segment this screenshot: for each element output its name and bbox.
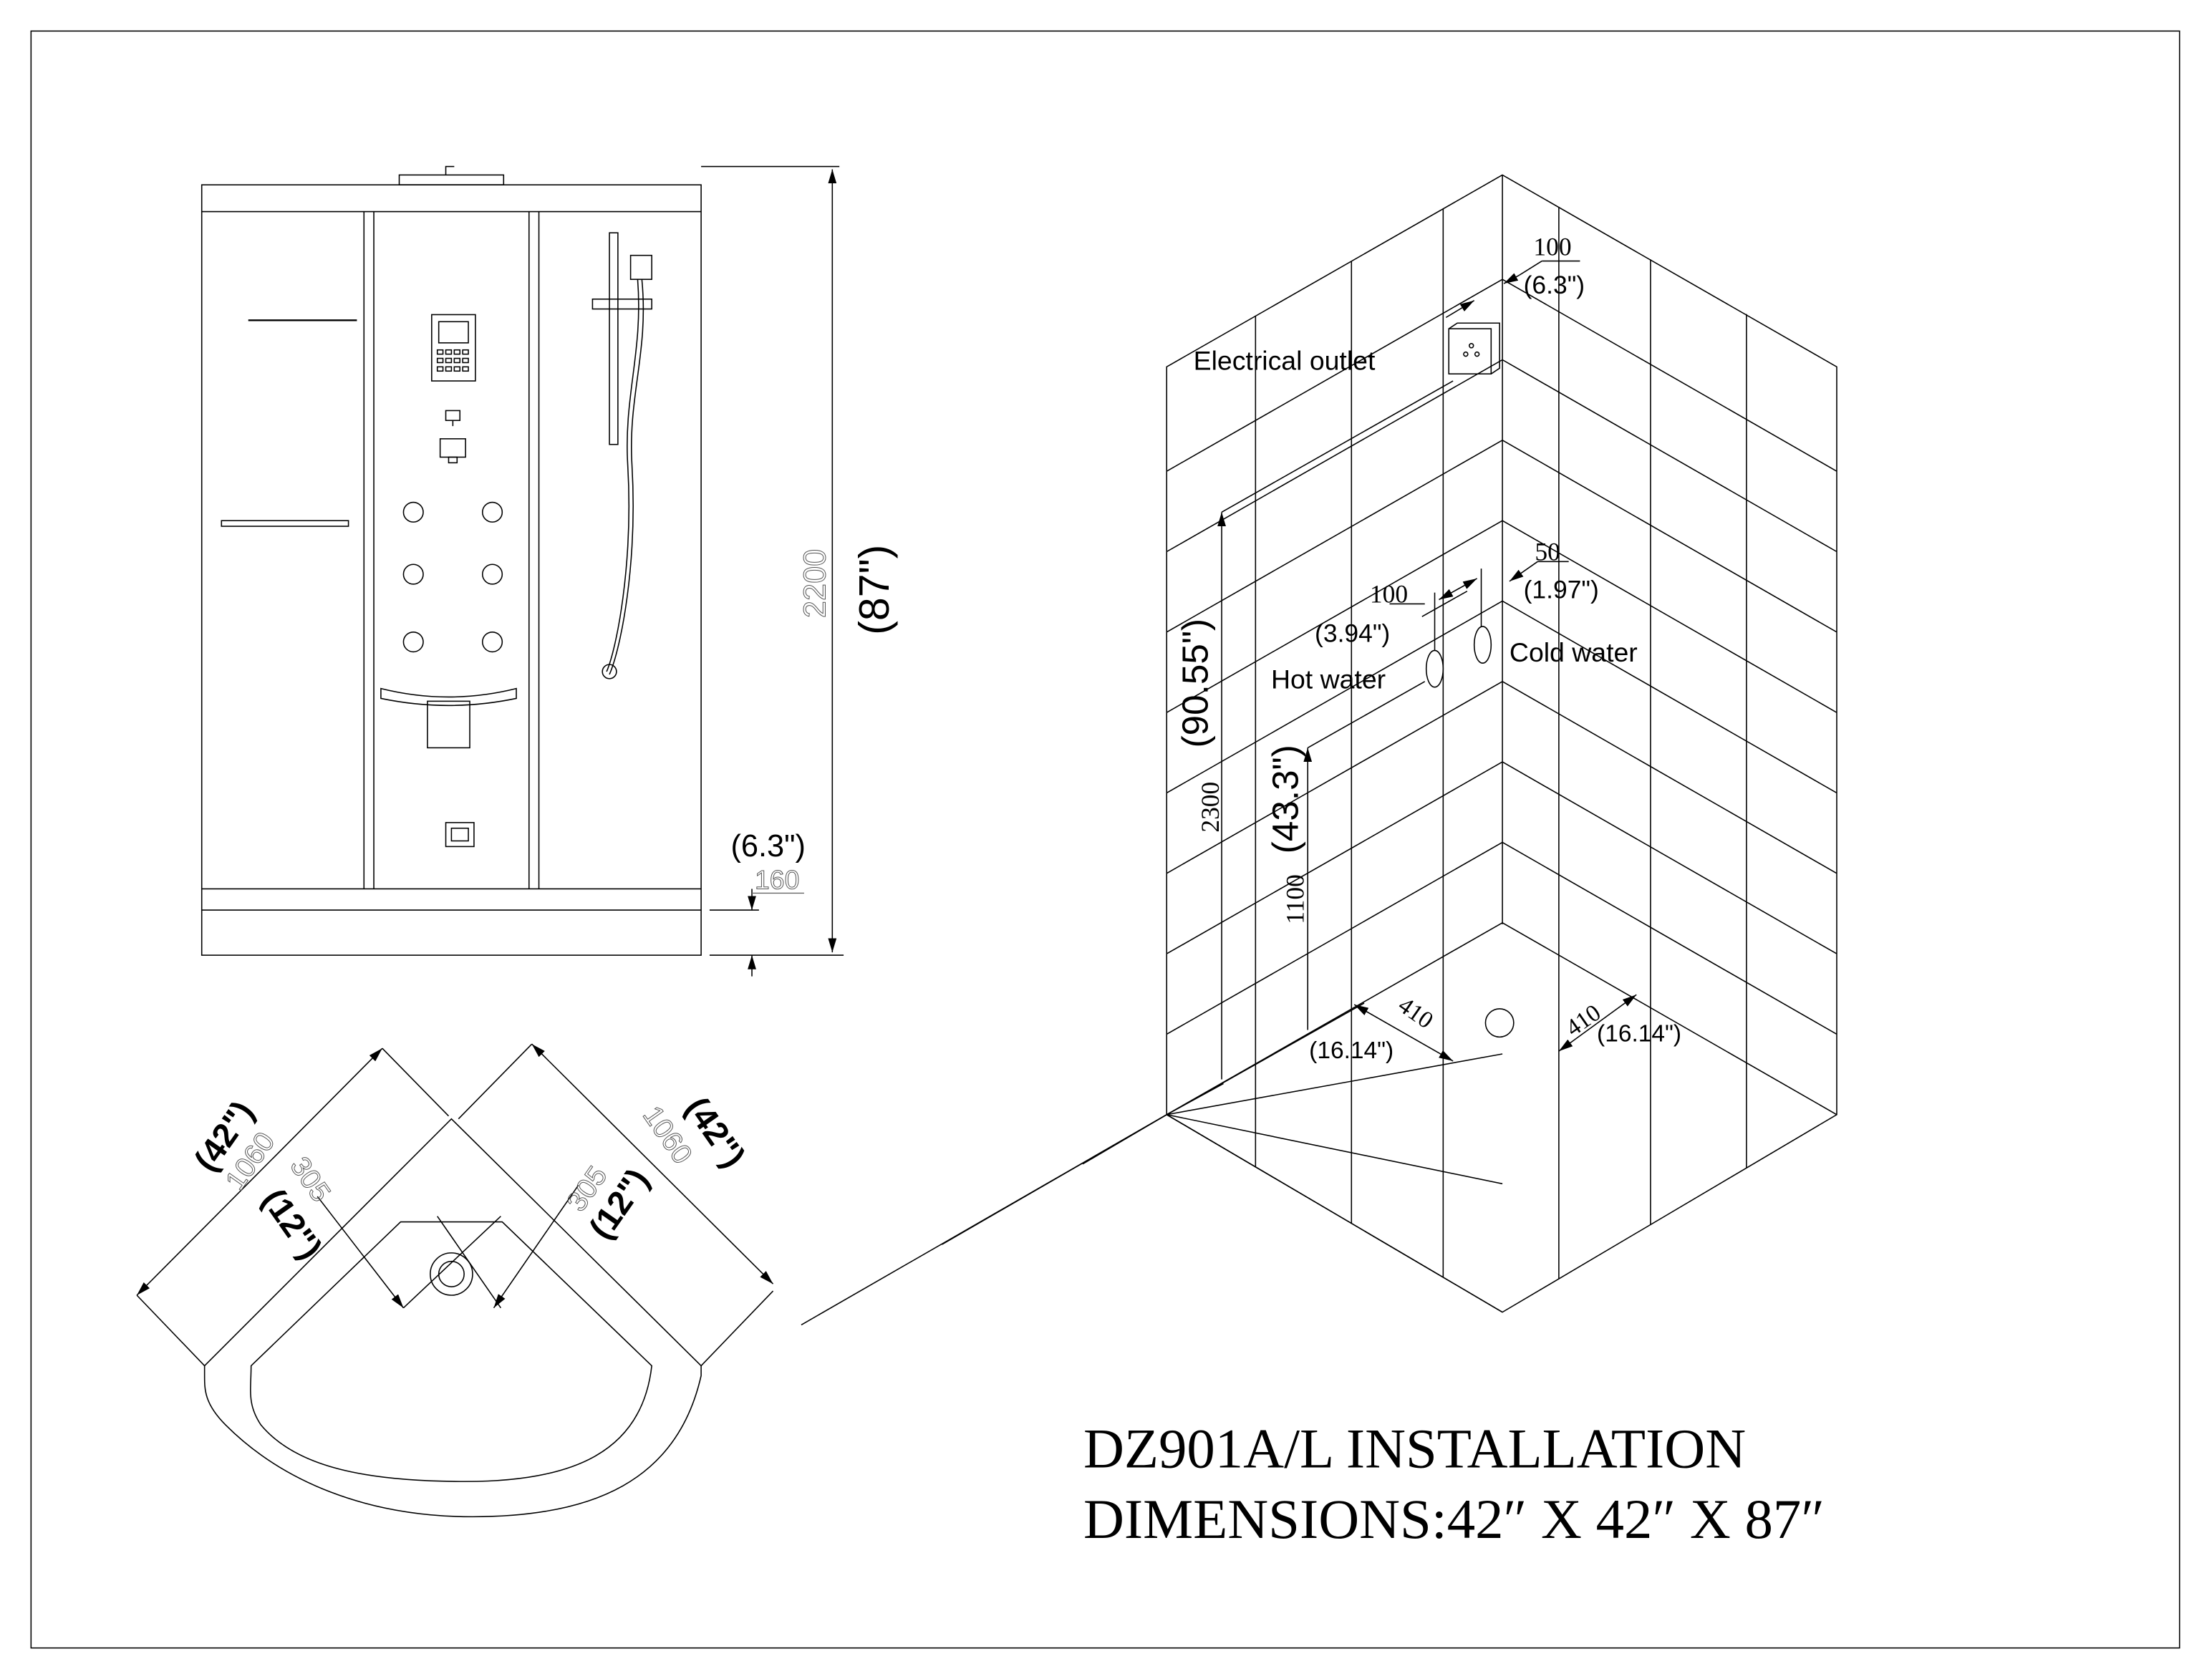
tile-line bbox=[1502, 761, 1837, 954]
tile-line bbox=[1502, 922, 1837, 1116]
control-panel bbox=[431, 314, 476, 382]
tile-line bbox=[1166, 440, 1503, 633]
drain-right-in: (16.14") bbox=[1597, 1020, 1681, 1047]
tile-line bbox=[1167, 1113, 1503, 1185]
drain-left-in: (16.14") bbox=[1309, 1037, 1394, 1064]
pipe-height-mm: 1100 bbox=[1280, 874, 1309, 924]
base-mm-label: 160 bbox=[755, 864, 799, 894]
tile-line bbox=[1502, 841, 1837, 1035]
tile-line bbox=[1502, 359, 1837, 553]
tile-line bbox=[1502, 681, 1837, 874]
electrical-outlet-label: Electrical outlet bbox=[1194, 345, 1376, 375]
tile-line bbox=[1502, 440, 1837, 633]
hot-water-label: Hot water bbox=[1271, 664, 1386, 695]
tile-line bbox=[1502, 279, 1837, 472]
tile-line bbox=[1166, 681, 1503, 874]
tile-line bbox=[1166, 600, 1503, 794]
tile-line bbox=[1166, 1083, 1224, 1116]
towel-bar bbox=[221, 520, 349, 527]
tile-line bbox=[1166, 841, 1503, 1035]
plan-view: 1060 (42") 305 (12") 1060 (42") 305 (12"… bbox=[136, 1043, 774, 1518]
tile-line bbox=[1166, 1114, 1503, 1313]
tile-line bbox=[1502, 520, 1837, 713]
tile-line bbox=[1166, 761, 1503, 954]
outlet-height-mm: 2300 bbox=[1196, 782, 1225, 833]
electrical-outlet-icon bbox=[1448, 328, 1492, 374]
drawing-dimensions: DIMENSIONS:42″ X 42″ X 87″ bbox=[1083, 1489, 1825, 1551]
hot-water-pipe-icon bbox=[1425, 649, 1444, 688]
isometric-wall-view: 100 (6.3") Electrical outlet 100 (3.94")… bbox=[801, 174, 1837, 1326]
tile-line bbox=[801, 1114, 1167, 1326]
pipe-spacing-in: (3.94") bbox=[1315, 619, 1390, 648]
pipe-height-in: (43.3") bbox=[1265, 745, 1305, 853]
base-in-label: (6.3") bbox=[730, 829, 805, 863]
tile-line bbox=[1502, 600, 1837, 794]
height-mm-label: 2200 bbox=[798, 549, 832, 618]
tile-line bbox=[1166, 359, 1503, 553]
outlet-offset-mm: 100 bbox=[1533, 233, 1571, 261]
outlet-height-in: (90.55") bbox=[1174, 619, 1215, 747]
pipe-offset-in: (1.97") bbox=[1524, 576, 1599, 604]
front-elevation: 2200 (87") (6.3") 160 bbox=[201, 165, 898, 977]
right-side-in: (42") bbox=[677, 1090, 752, 1175]
tile-line bbox=[1166, 279, 1503, 472]
pipe-offset-mm: 50 bbox=[1535, 537, 1560, 566]
body-jets bbox=[402, 501, 503, 653]
drawing-border bbox=[30, 30, 2180, 1649]
tile-line bbox=[1166, 520, 1503, 713]
drain-icon bbox=[1484, 1008, 1515, 1038]
drawing-title: DZ901A/L INSTALLATION bbox=[1083, 1418, 1746, 1480]
drain-left-mm: 410 bbox=[1394, 992, 1438, 1034]
seat bbox=[380, 687, 517, 707]
hand-shower bbox=[591, 232, 652, 679]
cold-water-pipe-icon bbox=[1473, 626, 1492, 664]
height-in-label: (87") bbox=[850, 545, 898, 635]
tile-line bbox=[1167, 1053, 1503, 1116]
pipe-spacing-mm: 100 bbox=[1370, 579, 1408, 608]
cold-water-label: Cold water bbox=[1510, 637, 1638, 667]
outlet-offset-in: (6.3") bbox=[1524, 271, 1585, 299]
